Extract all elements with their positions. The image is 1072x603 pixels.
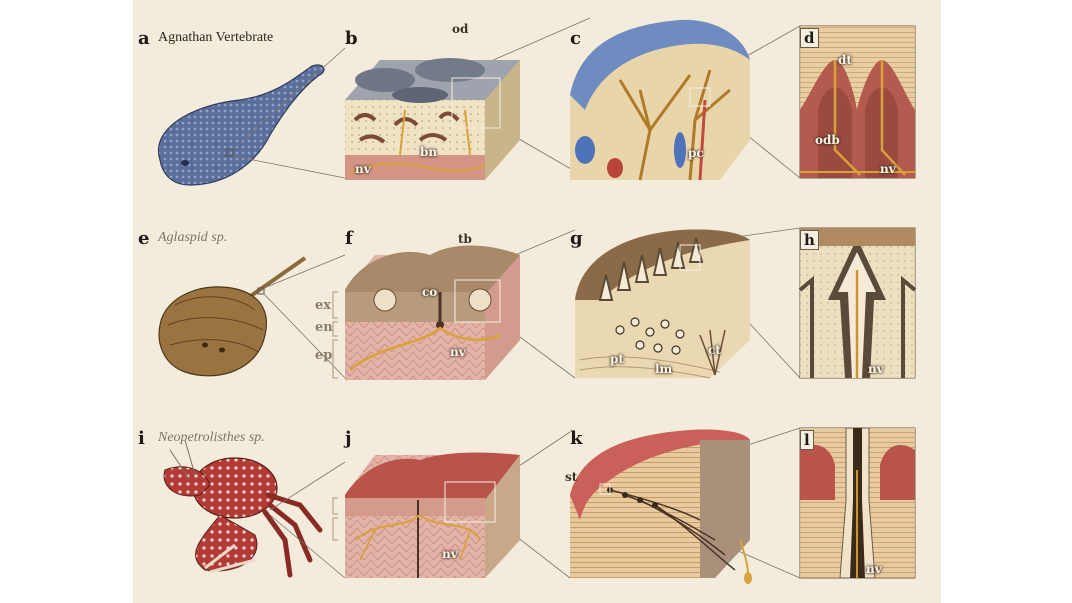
label-bn: bn bbox=[420, 145, 438, 159]
panel-h-letter: h bbox=[800, 230, 819, 250]
label-nv-f: nv bbox=[450, 345, 466, 359]
panel-l-box bbox=[799, 427, 916, 579]
panel-b-block bbox=[345, 58, 520, 180]
panel-f-letter: f bbox=[345, 228, 353, 249]
label-pc: pc bbox=[688, 146, 704, 160]
panel-k-letter: k bbox=[570, 428, 583, 449]
label-tb: tb bbox=[458, 232, 472, 246]
panel-l-letter: l bbox=[800, 430, 814, 450]
label-odb: odb bbox=[815, 133, 840, 147]
panel-c-letter: c bbox=[570, 28, 581, 49]
panel-c-block bbox=[570, 19, 750, 181]
panel-k-block bbox=[570, 429, 752, 584]
label-od: od bbox=[452, 22, 469, 36]
organism-i-name: Neopetrolisthes sp. bbox=[158, 430, 265, 445]
panel-g-block bbox=[575, 229, 750, 379]
label-nv-h: nv bbox=[868, 362, 884, 376]
label-co: co bbox=[422, 285, 438, 299]
label-st: st bbox=[565, 470, 578, 484]
panel-g-letter: g bbox=[570, 228, 583, 249]
agnathan-illustration bbox=[157, 64, 325, 186]
panel-e-letter: e bbox=[138, 228, 150, 249]
label-dt: dt bbox=[838, 53, 852, 67]
panel-d-letter: d bbox=[800, 28, 819, 48]
panel-a-letter: a bbox=[138, 28, 150, 49]
panel-d-box bbox=[799, 25, 916, 179]
label-nv-d: nv bbox=[880, 162, 896, 176]
layer-en: en bbox=[315, 320, 333, 335]
panel-j-block bbox=[332, 452, 520, 578]
aglaspid-illustration bbox=[158, 256, 307, 377]
label-nv-l: nv bbox=[866, 562, 882, 576]
organism-e-name: Aglaspid sp. bbox=[158, 230, 228, 245]
label-lm: lm bbox=[655, 362, 673, 376]
crab-illustration bbox=[163, 439, 323, 578]
panel-f-block bbox=[332, 245, 520, 380]
label-nv-j: nv bbox=[442, 547, 458, 561]
panel-b-letter: b bbox=[345, 28, 358, 49]
panel-j-letter: j bbox=[345, 428, 352, 449]
panel-h-box bbox=[798, 227, 917, 379]
label-ct: ct bbox=[708, 343, 721, 357]
layer-ex: ex bbox=[315, 298, 332, 313]
organism-a-name: Agnathan Vertebrate bbox=[158, 30, 274, 45]
label-pt: pt bbox=[610, 352, 624, 366]
panel-i-letter: i bbox=[138, 428, 145, 449]
label-nv-b: nv bbox=[355, 162, 371, 176]
layer-ep: ep bbox=[315, 348, 333, 363]
